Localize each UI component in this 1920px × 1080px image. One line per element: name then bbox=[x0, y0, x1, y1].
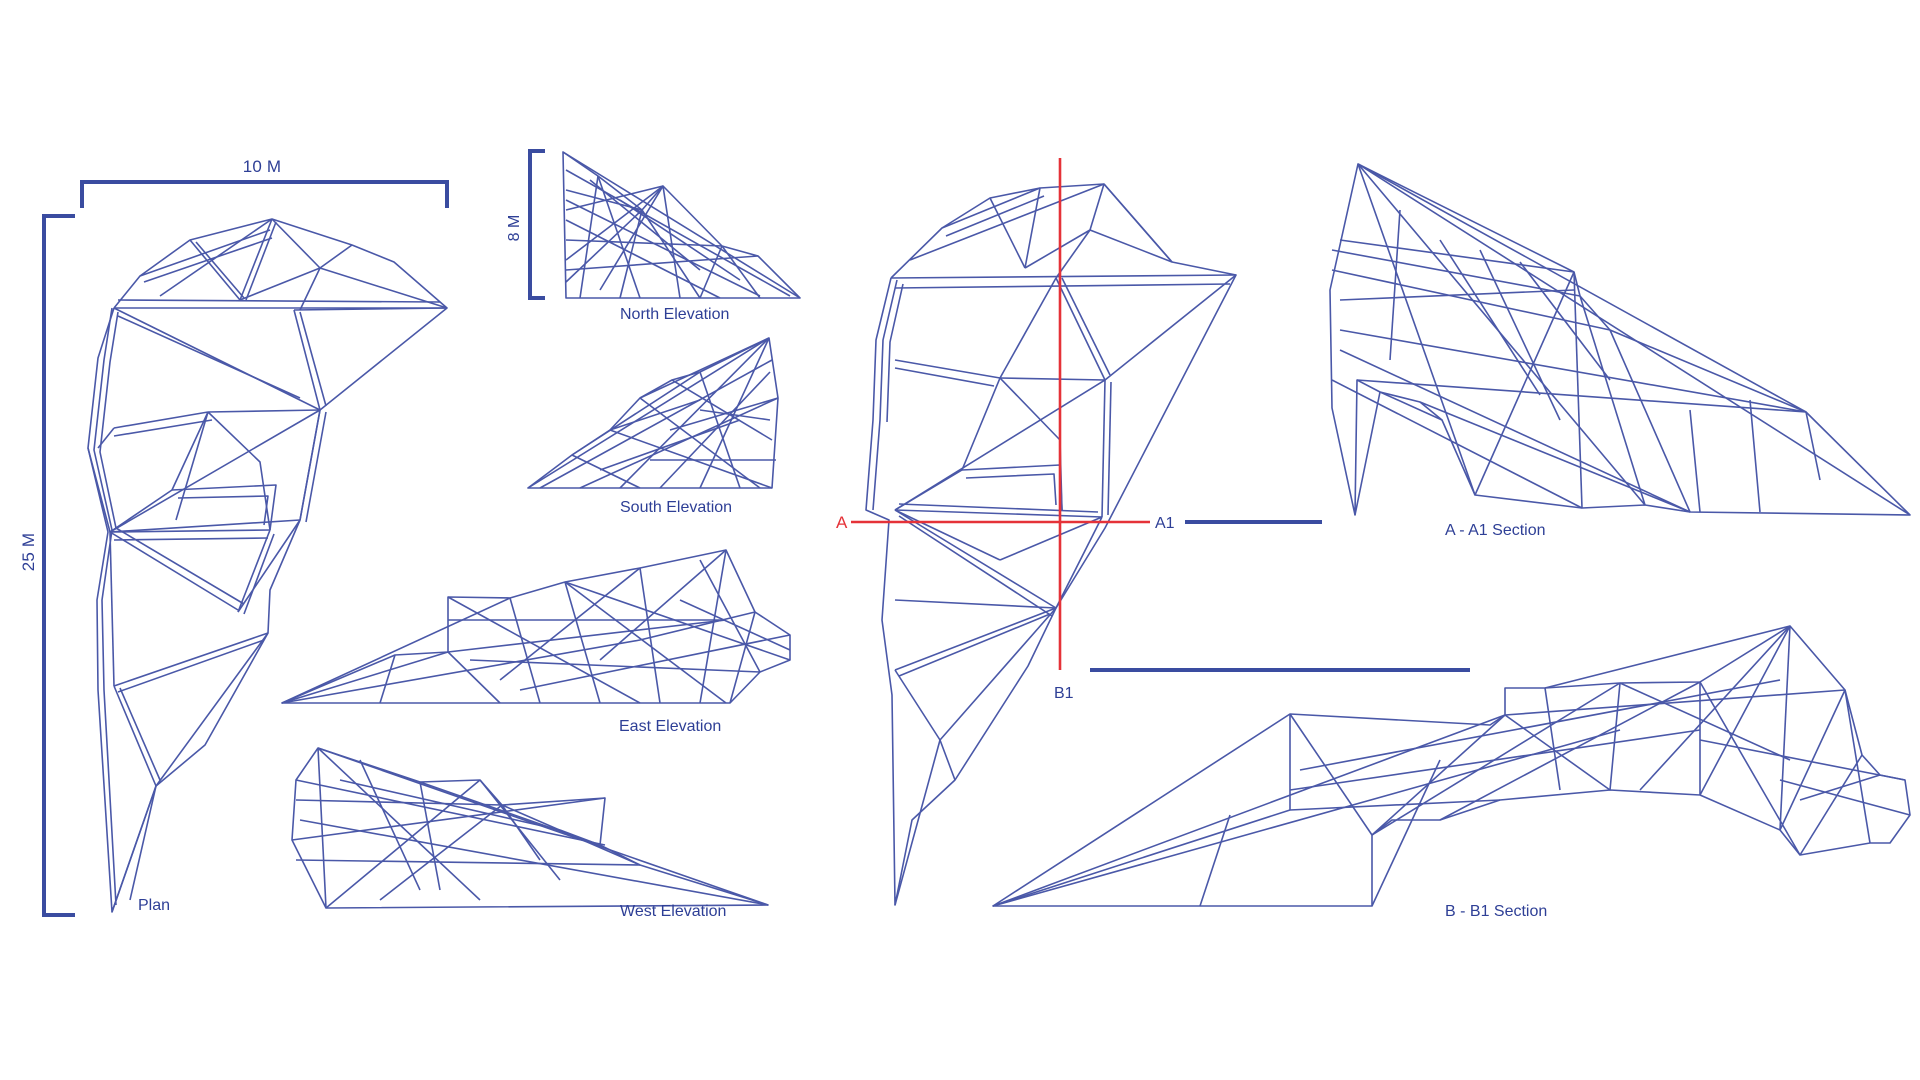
section-a-label: A - A1 Section bbox=[1445, 522, 1546, 539]
cut-plan-drawing bbox=[865, 183, 1237, 906]
dimension-10m: 10 M bbox=[80, 157, 449, 208]
plan-drawing bbox=[87, 218, 448, 913]
cut-lines: A A1 B1 bbox=[836, 158, 1175, 702]
south-elevation-label: South Elevation bbox=[620, 499, 732, 516]
east-elevation-drawing bbox=[281, 549, 791, 704]
cut-marker-a: A bbox=[836, 513, 848, 532]
north-elevation-label: North Elevation bbox=[620, 306, 729, 323]
section-b-label: B - B1 Section bbox=[1445, 903, 1547, 920]
west-elevation-label: West Elevation bbox=[620, 903, 726, 920]
west-elevation-drawing bbox=[291, 747, 769, 909]
dimension-25m: 25 M bbox=[19, 214, 75, 917]
dimension-8m: 8 M bbox=[506, 149, 545, 300]
south-elevation-drawing bbox=[527, 337, 779, 489]
section-b-drawing bbox=[992, 625, 1911, 907]
section-a-drawing bbox=[1329, 163, 1911, 516]
dimension-10m-label: 10 M bbox=[243, 157, 282, 176]
plan-label: Plan bbox=[138, 897, 170, 914]
cut-marker-a1: A1 bbox=[1155, 515, 1175, 532]
north-elevation-drawing bbox=[562, 151, 801, 299]
dimension-8m-label: 8 M bbox=[506, 215, 523, 242]
east-elevation-label: East Elevation bbox=[619, 718, 721, 735]
dimension-25m-label: 25 M bbox=[19, 533, 38, 572]
cut-marker-b1: B1 bbox=[1054, 685, 1074, 702]
